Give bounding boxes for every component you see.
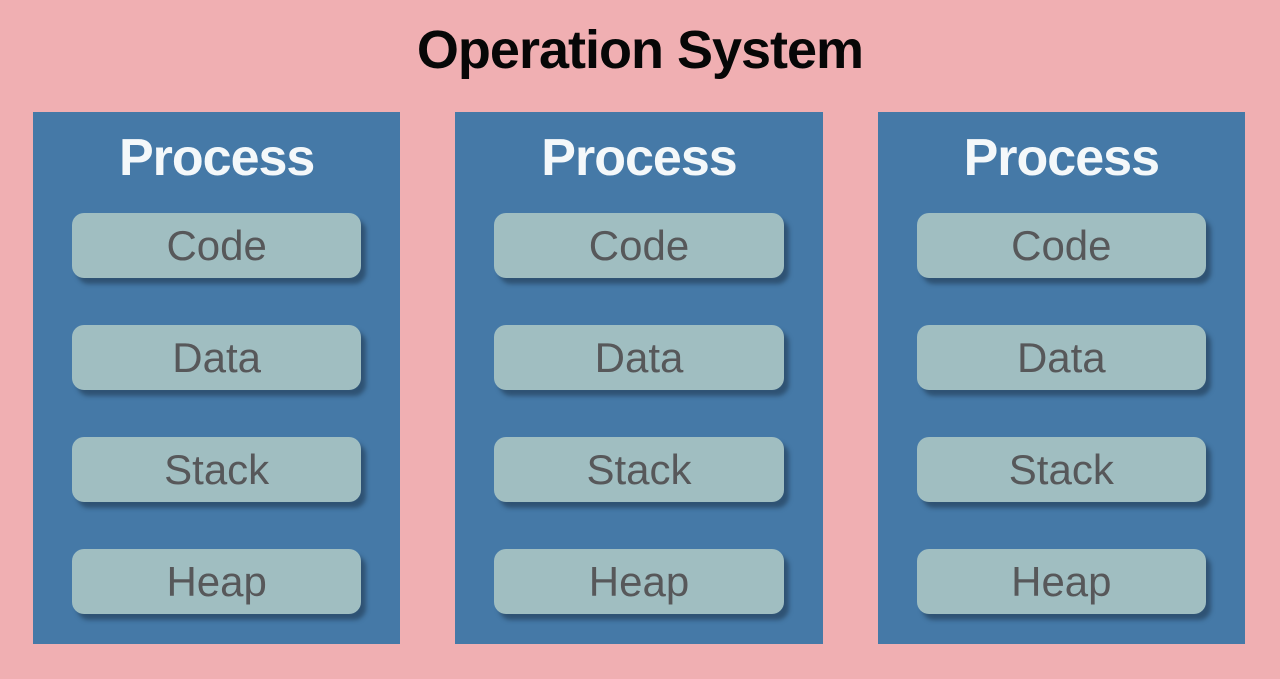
segment-stack: Stack [494,437,784,502]
segment-heap: Heap [494,549,784,614]
segment-heap: Heap [72,549,362,614]
segment-data: Data [72,325,362,390]
segment-data: Data [916,325,1206,390]
segment-data: Data [494,325,784,390]
segment-code: Code [72,213,362,278]
process-title: Process [963,129,1160,187]
process-box-1: Process Code Data Stack Heap [33,112,401,644]
process-row: Process Code Data Stack Heap Process Cod… [33,112,1245,644]
process-box-2: Process Code Data Stack Heap [455,112,823,644]
process-title: Process [541,129,737,187]
segment-code: Code [916,213,1206,278]
process-box-3: Process Code Data Stack Heap [877,112,1245,644]
segment-heap: Heap [916,549,1206,614]
segment-stack: Stack [72,437,362,502]
segment-code: Code [494,213,784,278]
process-title: Process [118,129,315,187]
diagram-title: Operation System [416,20,864,80]
segment-stack: Stack [916,437,1206,502]
